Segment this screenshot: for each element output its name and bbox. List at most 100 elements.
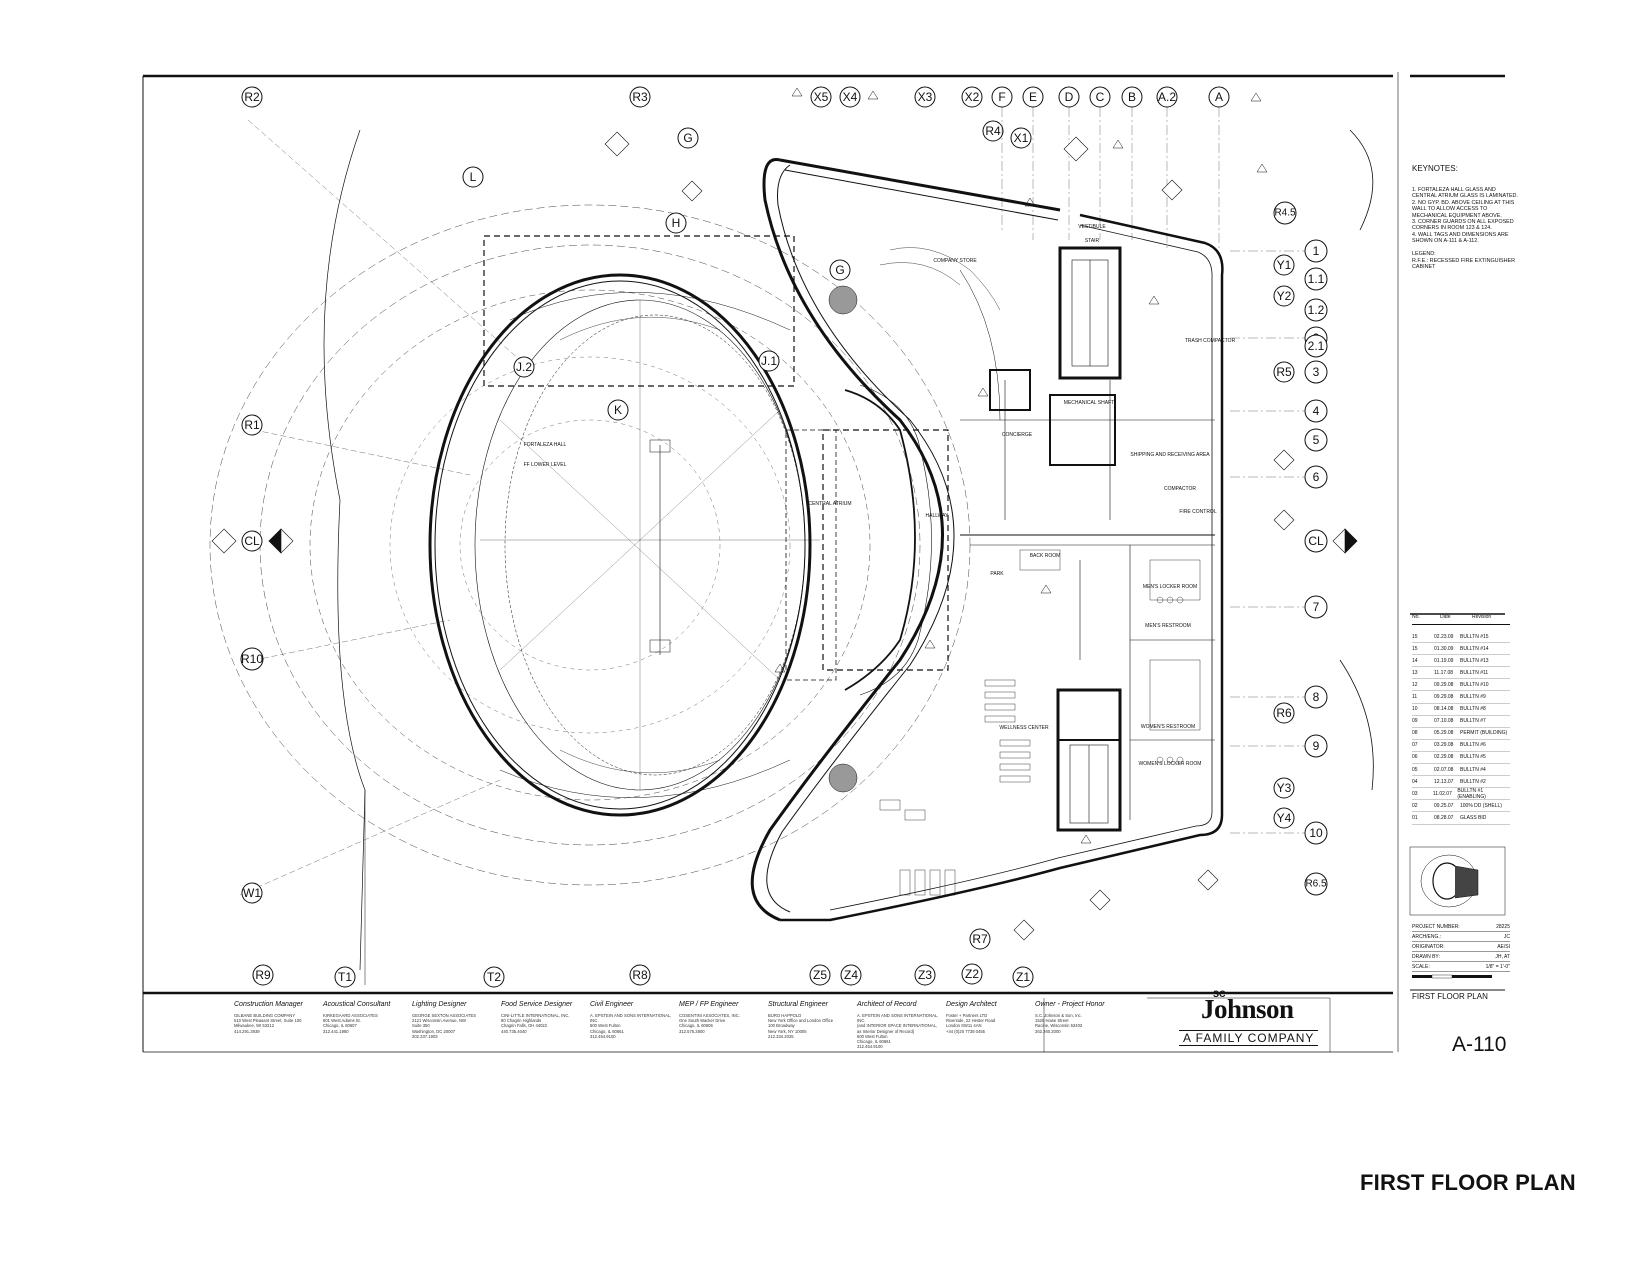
grid-label: 1.1: [1308, 272, 1325, 286]
revision-desc: 100% DD (SHELL): [1460, 802, 1502, 809]
consultant-line: GEORGE SEXTON ASSOCIATES: [412, 1013, 477, 1018]
grid-label: Z4: [844, 968, 858, 982]
consultant-title: Architect of Record: [857, 1001, 917, 1008]
project-info-value: 28225: [1496, 923, 1510, 930]
section-markers: [211, 131, 1358, 941]
grid-label: 10: [1309, 826, 1323, 840]
room-label: WOMEN'S RESTROOM: [1141, 724, 1195, 730]
site-context: [239, 119, 1374, 985]
revision-no: 12: [1412, 681, 1418, 688]
grid-label: R4: [985, 124, 1001, 138]
revision-desc: BULLTN #5: [1460, 754, 1486, 761]
sc-johnson-logo: SC Johnson A FAMILY COMPANY: [1147, 989, 1327, 1046]
room-label: WOMEN'S LOCKER ROOM: [1139, 761, 1202, 767]
grid-label: H: [672, 216, 681, 230]
grid-label: CL: [1308, 534, 1324, 548]
grid-label: Z5: [813, 968, 827, 982]
consultant-line: 440.735.4040: [501, 1028, 527, 1034]
grid-label: R4.5: [1274, 208, 1296, 219]
grid-label: CL: [244, 534, 260, 548]
consultant-line: One South Wacker Drive: [679, 1018, 726, 1024]
consultant-line: 80 Chagrin Highlands: [501, 1018, 542, 1024]
grid-label: R2: [244, 90, 260, 104]
project-info-label: DRAWN BY:: [1412, 953, 1440, 960]
grid-label: 3: [1313, 365, 1320, 379]
project-info-label: PROJECT NUMBER:: [1412, 923, 1460, 930]
project-info-row: PROJECT NUMBER: 28225: [1412, 922, 1510, 932]
revision-no: 06: [1412, 754, 1418, 761]
consultant-title: Acoustical Consultant: [323, 1001, 391, 1008]
grid-label: X4: [843, 90, 858, 104]
consultant-line: A. EPSTEIN AND SONS INTERNATIONAL, INC.: [857, 1013, 939, 1024]
grid-label: 8: [1313, 690, 1320, 704]
consultant-line: London SW11 4AN: [946, 1023, 982, 1029]
revision-triangles: [774, 87, 1268, 844]
grid-right-letters: R4.5 Y1 Y2 R5 CL R6 Y3 Y4 R6.5: [1273, 201, 1328, 896]
project-info-row: DRAWN BY:JH, AT: [1412, 952, 1510, 962]
room-label: FF LOWER LEVEL: [524, 462, 567, 468]
revision-desc: BULLTN #7: [1460, 718, 1486, 725]
revision-no: 15: [1412, 633, 1418, 640]
revision-date: 11.17.08: [1434, 669, 1454, 676]
grid-label: W1: [243, 886, 261, 900]
revision-desc: BULLTN #14: [1460, 645, 1489, 652]
grid-bottom: T1 T2 R8 Z5 Z4 Z3 Z2 Z1 R7: [334, 928, 1034, 988]
revision-date: 07.10.08: [1434, 718, 1454, 725]
project-info-value: JC: [1503, 933, 1510, 940]
room-label: TRASH COMPACTOR: [1185, 338, 1236, 344]
project-info-label: ORIGINATOR:: [1412, 943, 1445, 950]
keynote-item: 4. WALL TAGS AND DIMENSIONS ARE SHOWN ON…: [1412, 231, 1509, 245]
revision-no: 09: [1412, 718, 1418, 725]
keynote-item: 1. FORTALEZA HALL GLASS AND CENTRAL ATRI…: [1412, 187, 1518, 200]
keynotes-panel: KEYNOTES: 1. FORTALEZA HALL GLASS AND CE…: [1412, 164, 1522, 271]
project-info-value: AE/SI: [1497, 943, 1510, 950]
grid-label: A: [1215, 90, 1223, 104]
consultant-line: Chicago, IL 60606: [679, 1023, 713, 1029]
sheet-number: A-110: [1452, 1033, 1507, 1056]
page-title: FIRST FLOOR PLAN: [1360, 1170, 1576, 1195]
grid-label: Z1: [1016, 970, 1030, 984]
logo-sc: SC: [1213, 989, 1226, 999]
consultant-title: Civil Engineer: [590, 1001, 634, 1008]
consultant-line: 312.575.2800: [679, 1028, 705, 1034]
grid-label: A.2: [1158, 90, 1176, 104]
grid-label: 5: [1313, 433, 1320, 447]
room-label: PARK: [990, 571, 1004, 577]
grid-label: Y3: [1277, 781, 1292, 795]
revision-date: 08.28.07: [1434, 814, 1454, 821]
revision-date: 08.14.08: [1434, 706, 1454, 713]
consultant-title: Construction Manager: [234, 1001, 303, 1008]
grid-label: X1: [1014, 131, 1029, 145]
revision-date: 09.29.08: [1434, 694, 1454, 701]
logo-name: Johnson: [1201, 994, 1294, 1024]
revision-header-date: Date: [1440, 614, 1451, 620]
grid-label: R6: [1276, 706, 1292, 720]
revision-row: 09 07.10.08 BULLTN #7: [1412, 716, 1510, 728]
grid-label: 6: [1313, 470, 1320, 484]
grid-label: Y2: [1277, 289, 1292, 303]
legend-title: LEGEND:: [1412, 250, 1436, 257]
consultant-line: 312.441.1980: [323, 1028, 349, 1034]
grid-label: B: [1128, 90, 1136, 104]
revision-no: 02: [1412, 802, 1418, 809]
consultant-title: MEP / FP Engineer: [679, 1001, 739, 1008]
revision-date: 09.25.07: [1434, 802, 1454, 809]
legend-item: R.F.E.: RECESSED FIRE EXTINGUISHER CABIN…: [1412, 257, 1516, 271]
grid-label: K: [614, 403, 622, 417]
keynotes-title: KEYNOTES:: [1412, 164, 1458, 173]
consultant-line: New York Office and London Office: [768, 1018, 834, 1024]
revision-date: 01.30.09: [1434, 645, 1454, 652]
room-label: COMPACTOR: [1164, 486, 1196, 492]
consultant-title: Lighting Designer: [412, 1001, 467, 1008]
